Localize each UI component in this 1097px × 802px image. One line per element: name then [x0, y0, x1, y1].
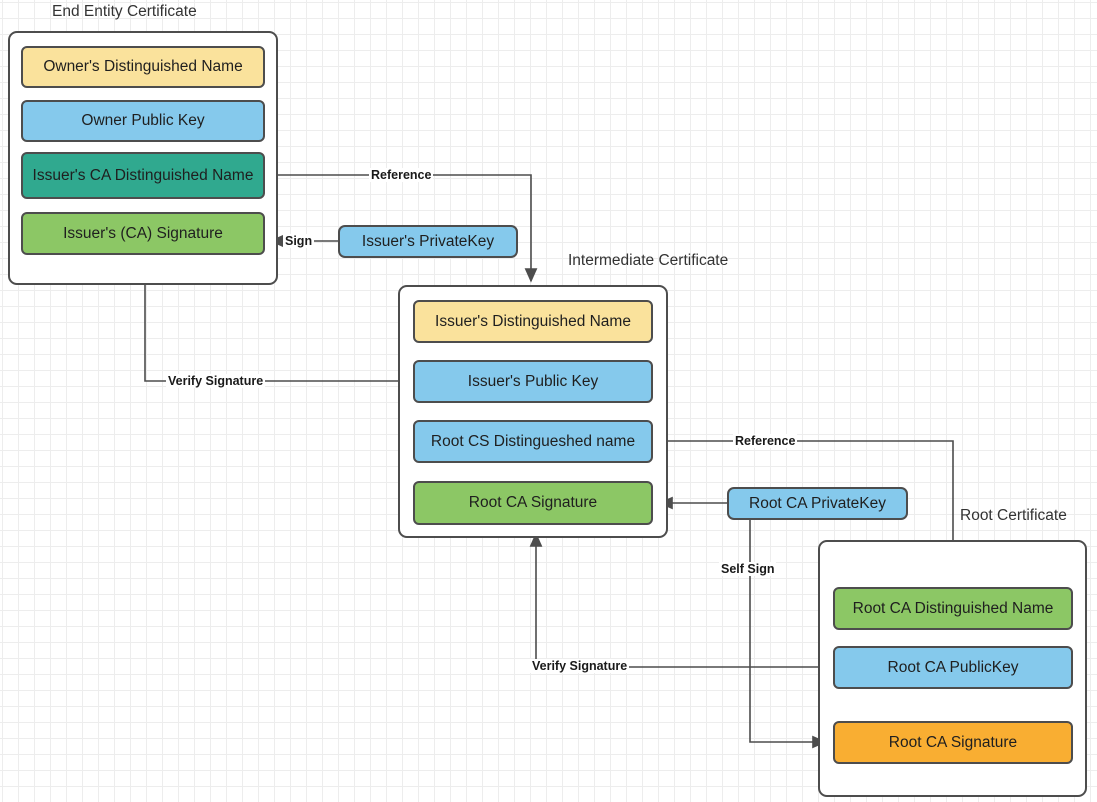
- key-root-ca-privatekey[interactable]: Root CA PrivateKey: [727, 487, 908, 520]
- field-root-cs-distingueshed-name[interactable]: Root CS Distingueshed name: [413, 420, 653, 463]
- field-issuers-ca-signature[interactable]: Issuer's (CA) Signature: [21, 212, 265, 255]
- field-root-ca-distinguished-name[interactable]: Root CA Distinguished Name: [833, 587, 1073, 630]
- field-root-ca-signature-root[interactable]: Root CA Signature: [833, 721, 1073, 764]
- edge-label-verify-signature-1: Verify Signature: [166, 374, 266, 388]
- edge-label-verify-signature-2: Verify Signature: [530, 659, 630, 673]
- edge-label-reference-2: Reference: [733, 434, 798, 448]
- edge-self-sign: [749, 520, 827, 749]
- edge-label-reference-1: Reference: [369, 168, 434, 182]
- title-root-certificate: Root Certificate: [960, 507, 1067, 524]
- field-owner-public-key[interactable]: Owner Public Key: [21, 100, 265, 142]
- edge-label-self-sign: Self Sign: [719, 562, 777, 576]
- field-owners-distinguished-name[interactable]: Owner's Distinguished Name: [21, 46, 265, 88]
- field-issuers-ca-distinguished-name[interactable]: Issuer's CA Distinguished Name: [21, 152, 265, 199]
- title-intermediate-certificate: Intermediate Certificate: [568, 252, 729, 269]
- edge-verify-signature-2: [529, 532, 833, 668]
- edge-label-sign: Sign: [283, 234, 315, 248]
- key-issuers-privatekey[interactable]: Issuer's PrivateKey: [338, 225, 518, 258]
- field-issuers-public-key[interactable]: Issuer's Public Key: [413, 360, 653, 403]
- field-issuers-distinguished-name[interactable]: Issuer's Distinguished Name: [413, 300, 653, 343]
- field-root-ca-signature-intermediate[interactable]: Root CA Signature: [413, 481, 653, 525]
- title-end-entity-certificate: End Entity Certificate: [52, 3, 197, 20]
- field-root-ca-publickey[interactable]: Root CA PublicKey: [833, 646, 1073, 689]
